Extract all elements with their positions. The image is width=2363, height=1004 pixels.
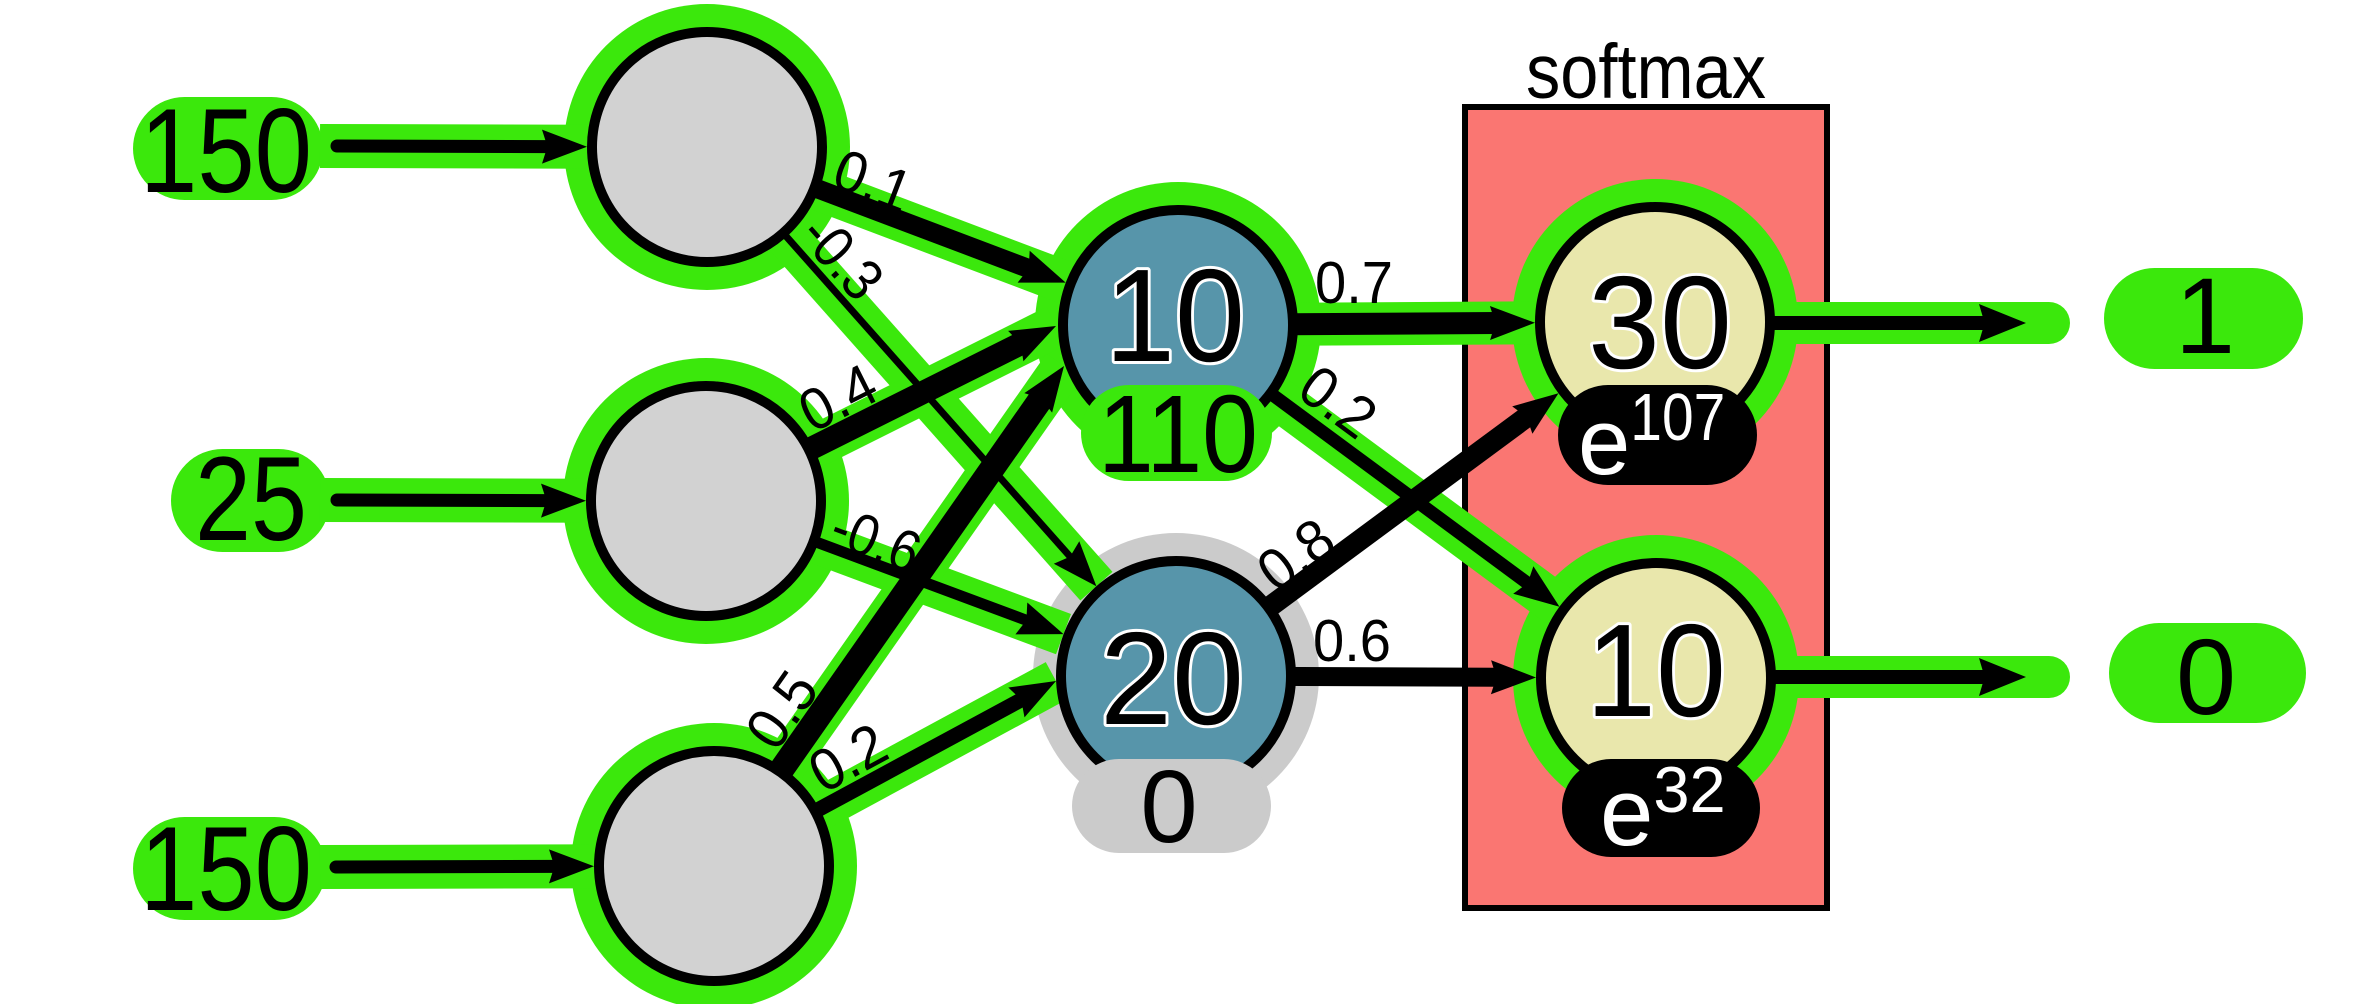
- svg-text:10: 10: [1586, 597, 1726, 744]
- svg-text:30: 30: [1588, 249, 1732, 396]
- svg-text:0.6: 0.6: [1313, 608, 1391, 674]
- svg-text:20: 20: [1100, 605, 1244, 752]
- svg-text:110: 110: [1098, 373, 1258, 496]
- svg-text:150: 150: [140, 84, 312, 218]
- svg-text:0: 0: [2176, 616, 2236, 737]
- svg-text:1: 1: [2175, 255, 2235, 376]
- svg-text:softmax: softmax: [1526, 29, 1766, 115]
- svg-text:150: 150: [140, 802, 312, 936]
- svg-text:0: 0: [1140, 749, 1197, 864]
- svg-text:0.7: 0.7: [1315, 250, 1393, 316]
- svg-text:10: 10: [1105, 242, 1245, 389]
- svg-text:25: 25: [195, 432, 307, 566]
